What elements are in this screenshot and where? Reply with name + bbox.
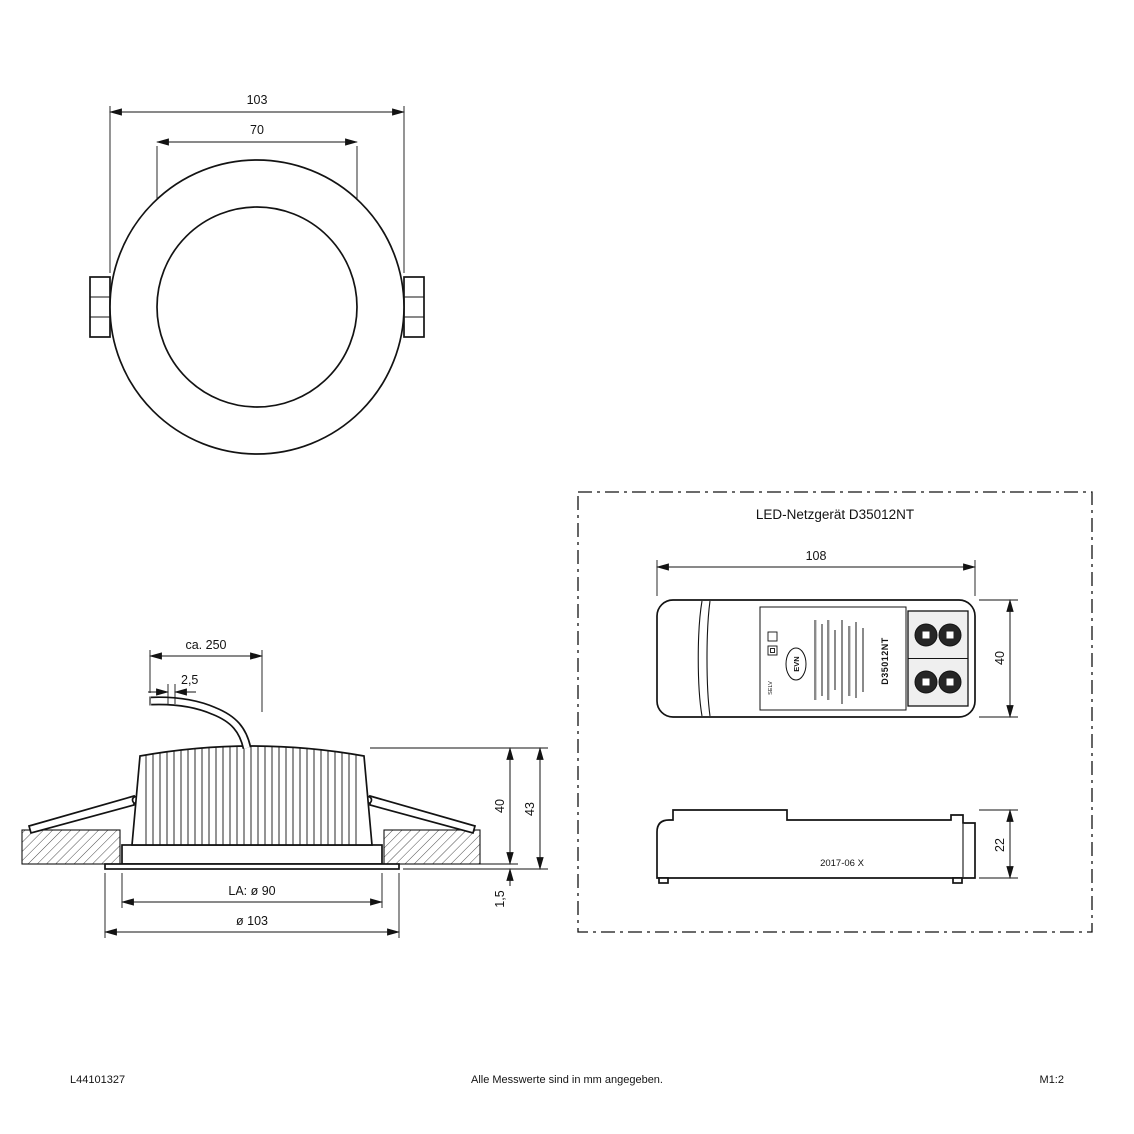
brand-logo-text: EVN <box>792 656 801 671</box>
section-view: ca. 250 2,5 40 43 1,5 LA: ø 90 <box>21 638 548 938</box>
terminal-screw <box>938 623 962 647</box>
dim-label-1-5: 1,5 <box>493 890 507 907</box>
psu-boundary-frame <box>577 491 1093 933</box>
dim-outer-diameter: ø 103 <box>103 873 401 938</box>
trim-ring <box>104 863 400 870</box>
footer: L44101327 Alle Messwerte sind in mm ange… <box>70 1074 1064 1086</box>
label-safety-text: SELV <box>768 681 774 695</box>
label-fineprint <box>814 620 864 704</box>
terminal-screw <box>914 623 938 647</box>
heatsink-body <box>131 745 373 846</box>
dim-label-o-103: ø 103 <box>236 914 268 928</box>
dim-psu-width: 40 <box>979 598 1018 719</box>
luminaire-neck <box>121 844 383 865</box>
dim-label-108: 108 <box>806 549 827 563</box>
dim-label-22: 22 <box>993 838 1007 852</box>
dim-psu-height: 22 <box>979 808 1018 880</box>
brand-logo-icon <box>785 647 807 681</box>
psu-foot-right <box>952 877 963 884</box>
heatsink-fins <box>145 746 357 845</box>
psu-terminal-block <box>907 610 969 707</box>
ceiling-panel-right <box>383 829 481 865</box>
psu-side-view: 2017-06 X 22 <box>656 808 1018 884</box>
dim-front-outer: 103 <box>108 93 406 273</box>
footer-scale: M1:2 <box>1040 1074 1064 1086</box>
terminal-screw <box>938 670 962 694</box>
dim-label-2-5: 2,5 <box>181 673 198 687</box>
footer-article-number: L44101327 <box>70 1074 125 1086</box>
psu-foot-left <box>658 877 669 884</box>
luminaire-inner-ring <box>156 206 358 408</box>
mounting-clip-right <box>403 276 425 338</box>
terminal-screw <box>914 670 938 694</box>
dim-label-la-90: LA: ø 90 <box>228 884 275 898</box>
spring-clip-right <box>363 794 477 835</box>
psu-date-code: 2017-06 X <box>820 858 865 869</box>
dim-label-40: 40 <box>493 799 507 813</box>
dim-label-70: 70 <box>250 123 264 137</box>
dim-label-43: 43 <box>523 802 537 816</box>
dim-psu-length: 108 <box>655 549 977 596</box>
connection-cable <box>149 696 252 750</box>
label-model-text: D35012NT <box>880 637 890 685</box>
psu-title: LED-Netzgerät D35012NT <box>756 507 914 522</box>
footer-note: Alle Messwerte sind in mm angegeben. <box>471 1074 663 1086</box>
psu-housing-side <box>656 809 976 879</box>
psu-type-label: SELV EVN D35012NT <box>759 606 907 711</box>
dim-heights: 40 43 1,5 <box>370 746 548 908</box>
safety-symbol-icon <box>767 631 778 642</box>
dim-front-inner: 70 <box>155 123 359 199</box>
ceiling-panel-left <box>21 829 121 865</box>
psu-box: LED-Netzgerät D35012NT SELV EVN <box>577 491 1093 933</box>
front-view: 103 70 <box>89 93 425 455</box>
dim-cutout: LA: ø 90 <box>120 873 384 908</box>
spring-clip-left <box>27 794 141 835</box>
dim-label-psu-40: 40 <box>993 651 1007 665</box>
dim-cable-diameter: 2,5 <box>148 673 198 704</box>
mounting-clip-left <box>89 276 111 338</box>
dim-cable-length: ca. 250 <box>148 638 264 712</box>
psu-top-view: SELV EVN D35012NT <box>655 549 1018 719</box>
insulation-symbol-icon <box>767 645 778 656</box>
dim-label-103: 103 <box>247 93 268 107</box>
dim-label-ca250: ca. 250 <box>185 638 226 652</box>
